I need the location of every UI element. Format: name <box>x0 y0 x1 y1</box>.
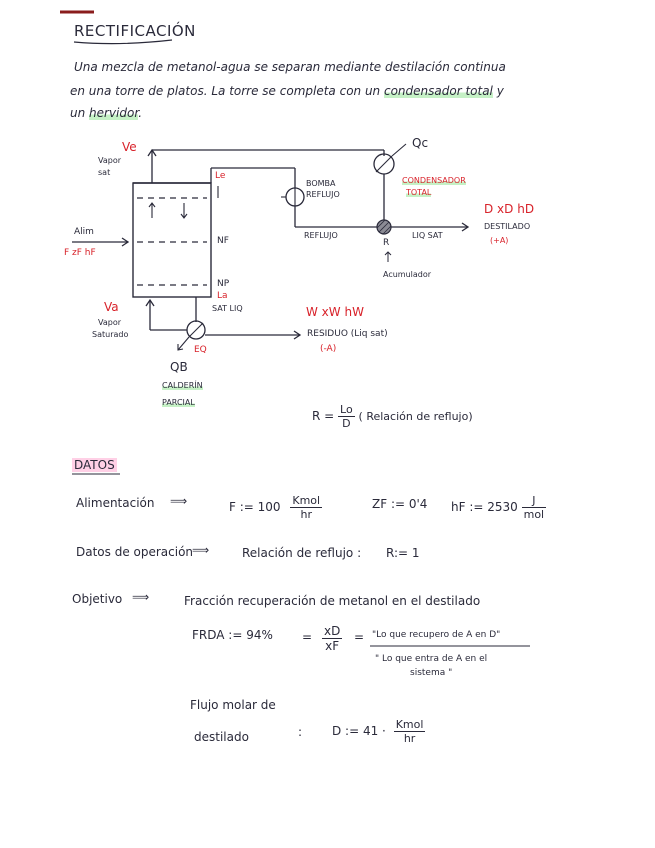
intro-line-3: un hervidor. <box>70 106 143 120</box>
label-destilado-1: DESTILADO <box>484 222 531 231</box>
flujo-label-2: destilado <box>194 730 249 744</box>
flujo-label-1: Flujo molar de <box>190 698 276 712</box>
reflux-value: R:= 1 <box>386 546 420 560</box>
label-residuo-1: RESIDUO (Liq sat) <box>307 329 388 339</box>
label-residue-w: W xW hW <box>306 305 364 319</box>
label-ve: Ve <box>122 140 137 154</box>
label-np: NP <box>217 279 230 289</box>
label-residuo-2: (-A) <box>320 344 337 354</box>
label-va: Va <box>104 300 119 314</box>
label-eq: EQ <box>194 345 207 355</box>
objetivo-label: Objetivo <box>72 592 123 606</box>
label-le: Le <box>215 171 226 181</box>
label-vapor-sob-1: Vapor <box>98 318 122 327</box>
frd-value: FRDA := 94% <box>192 628 273 642</box>
label-caldera-1: CALDERÍN <box>162 381 203 390</box>
intro-line-1: Una mezcla de metanol-agua se separan me… <box>74 60 506 74</box>
feed-composition: ZF := 0'4 <box>372 497 428 511</box>
frd-eq-2: = <box>354 630 365 644</box>
arrow-2: ⟹ <box>192 543 210 557</box>
label-condensador-1: CONDENSADOR <box>402 176 466 185</box>
label-condensador-2: TOTAL <box>406 188 432 197</box>
label-bomba-2: REFLUJO <box>306 190 340 199</box>
label-la-1: La <box>217 291 228 301</box>
label-liq-sat: LIQ SAT <box>412 231 443 240</box>
datos-heading: DATOS <box>72 458 117 472</box>
frd-eq-1: = <box>302 630 313 644</box>
arrow-3: ⟹ <box>132 590 150 604</box>
label-alim: Alim <box>74 227 94 237</box>
reflux-label: Relación de reflujo : <box>242 546 362 560</box>
fraccion-label: Fracción recuperación de metanol en el d… <box>184 594 481 608</box>
label-reflujo: REFLUJO <box>304 231 338 240</box>
title-underline <box>73 39 173 45</box>
intro-line-2: en una torre de platos. La torre se comp… <box>70 84 504 98</box>
quote-denominator-2: sistema " <box>410 668 453 678</box>
highlight-condensador: condensador total <box>383 84 493 98</box>
label-r: R <box>383 238 390 248</box>
alimentacion-label: Alimentación <box>76 496 155 510</box>
label-vapor-sat-1: Vapor <box>98 156 122 165</box>
label-acumulador: Acumulador <box>383 270 432 279</box>
label-destilado-2: (+A) <box>490 236 509 245</box>
label-caldera-2: PARCIAL <box>162 398 195 407</box>
label-vapor-sat-2: sat <box>98 168 111 177</box>
label-qc: Qc <box>412 136 429 150</box>
page-title: RECTIFICACIÓN <box>74 22 196 40</box>
quote-numerator: "Lo que recupero de A en D" <box>372 630 501 640</box>
highlight-hervidor: hervidor <box>89 106 139 120</box>
label-nf: NF <box>217 236 229 246</box>
label-feed: F zF hF <box>64 248 96 258</box>
quote-denominator-1: " Lo que entra de A en el <box>375 654 488 664</box>
label-bomba-1: BOMBA <box>306 179 336 188</box>
operacion-label: Datos de operación <box>76 545 194 559</box>
column-shell <box>132 182 212 298</box>
label-qb: QB <box>170 360 188 374</box>
arrow-1: ⟹ <box>170 494 188 508</box>
label-vapor-sob-2: Saturado <box>92 330 129 339</box>
label-la-2: SAT LIQ <box>212 304 243 313</box>
flujo-dots: : <box>298 725 303 739</box>
label-distillate: D xD hD <box>484 202 535 216</box>
